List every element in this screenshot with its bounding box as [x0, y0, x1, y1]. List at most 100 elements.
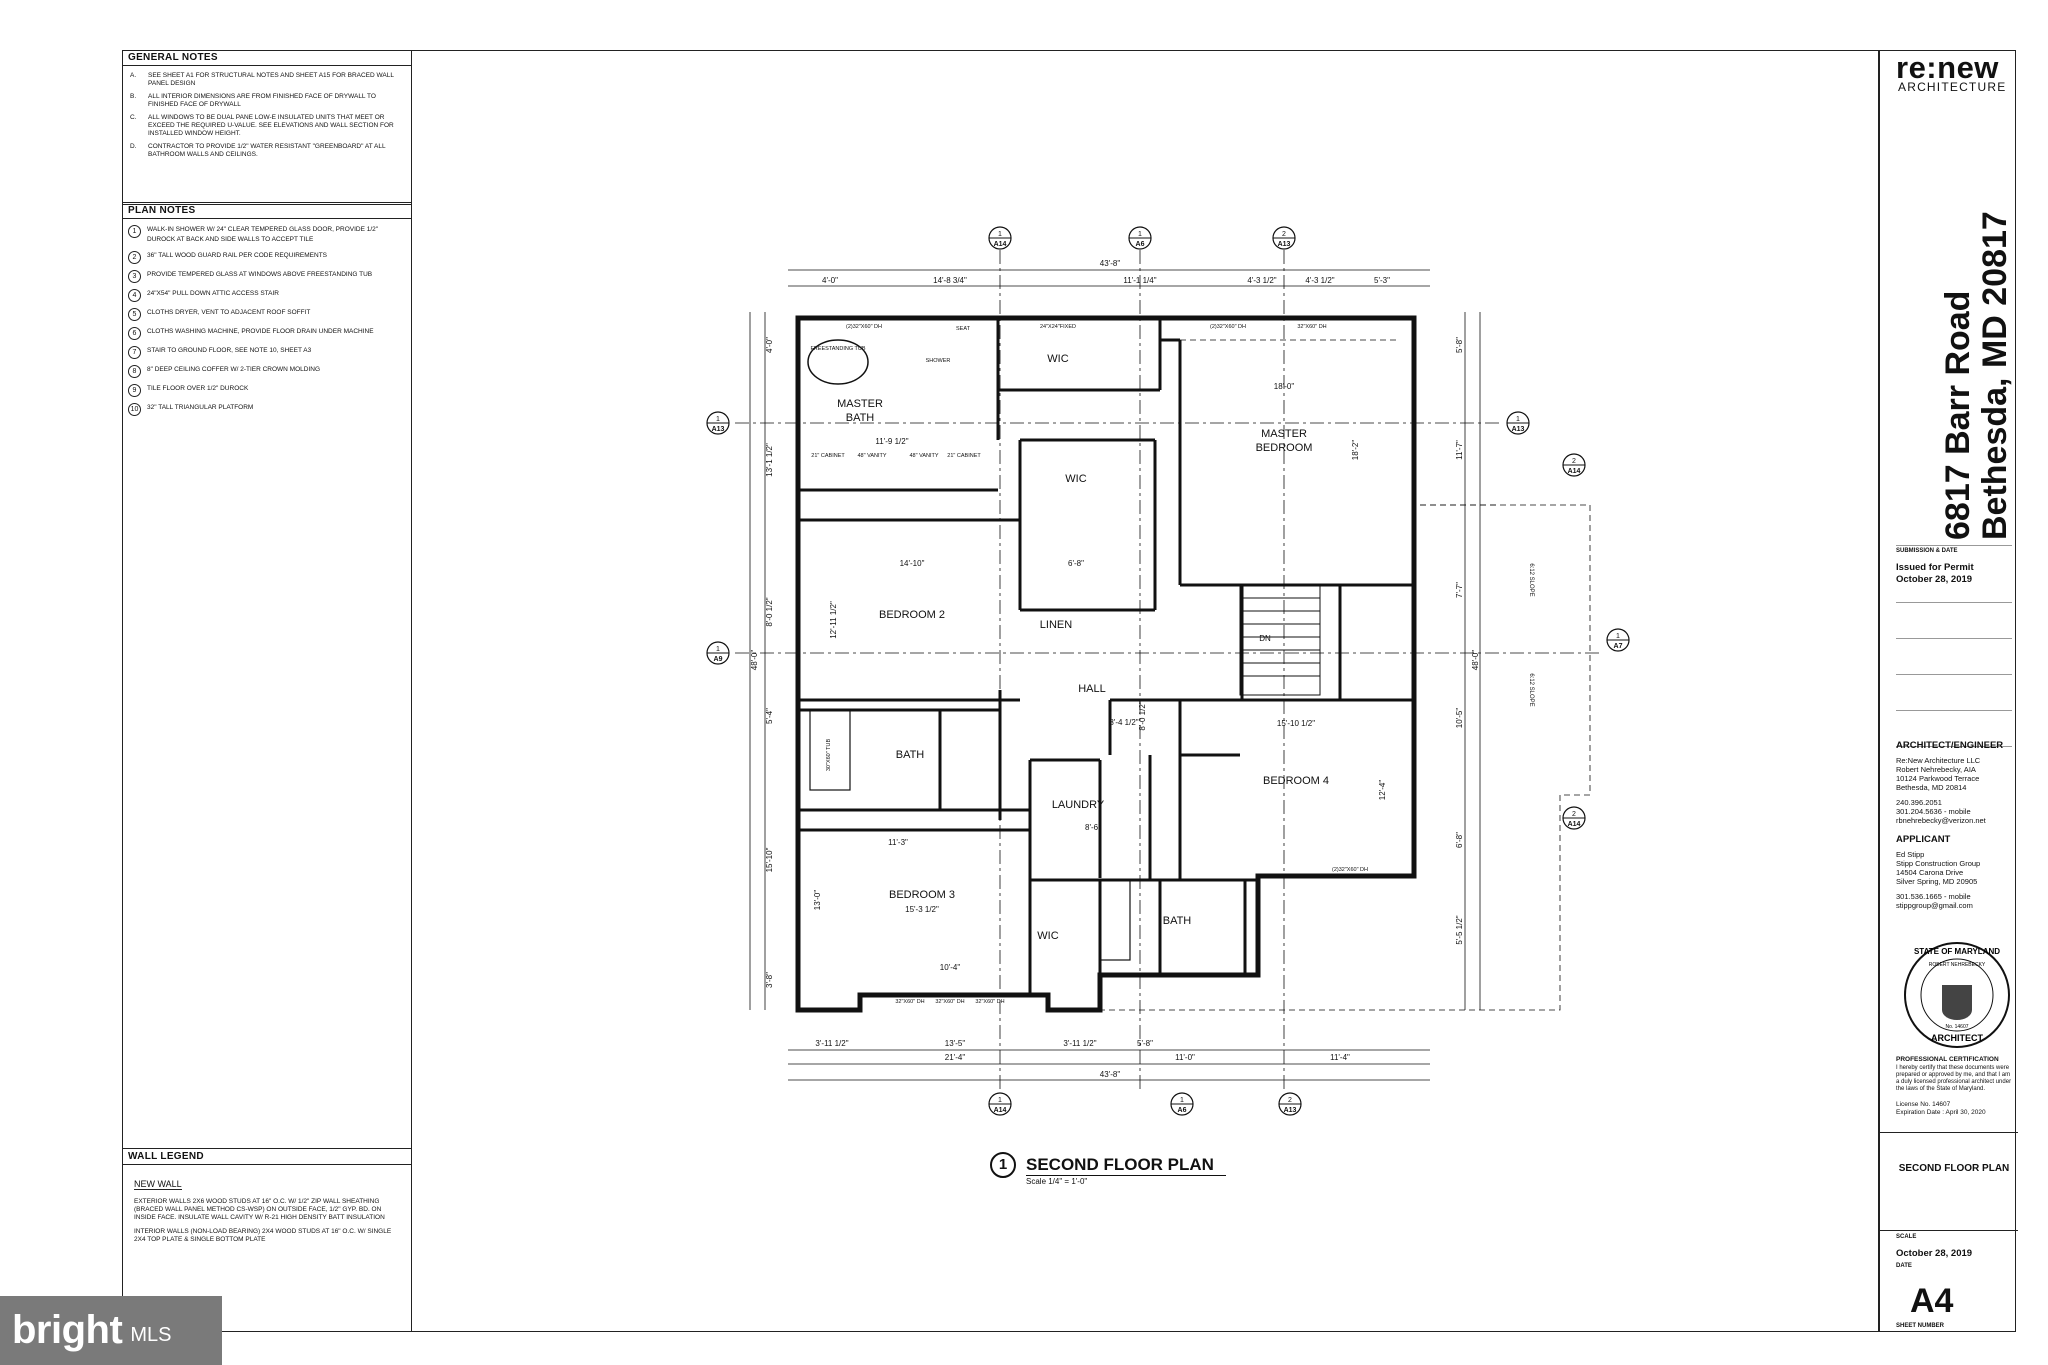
dim-left-3: 5'-4" — [765, 708, 774, 724]
room-bath-left: BATH — [896, 749, 925, 761]
dim-left-4: 15'-10" — [765, 847, 774, 872]
dim-b4-width: 15'-10 1/2" — [1277, 719, 1315, 728]
new-wall-label: NEW WALL — [134, 1179, 182, 1190]
svg-text:2: 2 — [1288, 1097, 1292, 1104]
plan-notes-title: PLAN NOTES — [122, 202, 411, 219]
plan-note-text: 36" TALL WOOD GUARD RAIL PER CODE REQUIR… — [147, 252, 328, 259]
dn-label: DN — [1259, 634, 1271, 643]
room-linen: LINEN — [1040, 619, 1072, 631]
svg-text:A14: A14 — [994, 241, 1007, 248]
plan-title-text: SECOND FLOOR PLAN — [1026, 1155, 1226, 1176]
applicant-line-2: Stipp Construction Group — [1896, 859, 1981, 868]
dim-hall-b: 8'-4 1/2" — [1109, 718, 1138, 727]
license-expiration: Expiration Date : April 30, 2020 — [1896, 1109, 1986, 1116]
dim-mb-width: 11'-9 1/2" — [875, 437, 908, 446]
svg-text:A14: A14 — [1568, 468, 1581, 475]
title-block: re:new ARCHITECTURE 6817 Barr Road Bethe… — [1878, 50, 2018, 1332]
plan-note-text: WALK-IN SHOWER W/ 24" CLEAR TEMPERED GLA… — [147, 226, 379, 243]
svg-text:2: 2 — [1282, 231, 1286, 238]
fixture-shower: SHOWER — [926, 358, 951, 364]
wall-legend-title: WALL LEGEND — [122, 1149, 411, 1165]
svg-text:1: 1 — [716, 646, 720, 653]
dim-b3-width: 15'-3 1/2" — [905, 905, 939, 914]
room-labels: MASTER BATH WIC MASTER BEDROOM WIC BEDRO… — [837, 353, 1329, 942]
dim-bottom2-0: 21'-4" — [945, 1053, 966, 1062]
plan-note-number: 7 — [128, 346, 141, 359]
dim-left-5: 3'-8" — [765, 972, 774, 988]
dim-right-0: 5'-8" — [1455, 337, 1464, 353]
dim-right-1: 11'-7" — [1455, 440, 1464, 460]
fixture-seat: SEAT — [956, 326, 971, 332]
dim-bottom1-0: 3'-11 1/2" — [815, 1039, 848, 1048]
room-master-bedroom-2: BEDROOM — [1256, 442, 1313, 454]
callout-bottom-2: 1A6 — [1170, 1092, 1194, 1116]
plan-note-number: 2 — [128, 251, 141, 264]
window-tag-2: (2)32"X60" DH — [1210, 324, 1246, 330]
general-note-item: D.CONTRACTOR TO PROVIDE 1/2" WATER RESIS… — [130, 143, 403, 159]
dim-overall-bottom: 43'-8" — [1100, 1070, 1121, 1079]
plan-scale: Scale 1/4" = 1'-0" — [1026, 1177, 1088, 1186]
architect-phone-2: 301.204.5636 - mobile — [1896, 807, 1971, 816]
cert-text: I hereby certify that these documents we… — [1896, 1065, 2012, 1092]
dim-bottom1-1: 13'-5" — [945, 1039, 966, 1048]
applicant-phone: 301.536.1665 - mobile — [1896, 892, 1971, 901]
architect-email: rbnehrebecky@verizon.net — [1896, 816, 1986, 825]
plan-note-text: TILE FLOOR OVER 1/2" DUROCK — [147, 385, 249, 392]
general-note-letter: A. — [130, 72, 137, 79]
plan-note-text: 24"X54" PULL DOWN ATTIC ACCESS STAIR — [147, 290, 280, 297]
svg-text:A14: A14 — [1568, 821, 1581, 828]
window-tag-0: (2)32"X60" DH — [846, 324, 882, 330]
divider — [1896, 602, 2012, 603]
svg-text:A6: A6 — [1136, 241, 1145, 248]
roof-slope-1: 6:12 SLOPE — [1528, 563, 1534, 596]
applicant-line-4: Silver Spring, MD 20905 — [1896, 877, 1978, 886]
dimension-text: 43'-8" 4'-0" 14'-8 3/4" 11'-1 1/4" 4'-3 … — [750, 259, 1480, 1079]
svg-text:A9: A9 — [714, 656, 723, 663]
dim-wic-mid: 6'-8" — [1068, 559, 1084, 568]
issued-date: October 28, 2019 — [1896, 574, 1973, 585]
applicant-info: Ed Stipp Stipp Construction Group 14504 … — [1896, 850, 1980, 910]
architect-line-4: Bethesda, MD 20814 — [1896, 783, 1967, 792]
dim-b4-depth: 12'-4" — [1378, 780, 1387, 801]
divider — [1880, 1230, 2018, 1231]
divider — [1880, 1132, 2018, 1133]
dim-b3-depth: 13'-0" — [813, 890, 822, 911]
firm-logo: re:new — [1896, 50, 1999, 85]
plan-note-number: 4 — [128, 289, 141, 302]
plan-title: 1 SECOND FLOOR PLAN — [990, 1152, 1226, 1178]
room-bedroom-2: BEDROOM 2 — [879, 609, 945, 621]
date-label: DATE — [1896, 1263, 1912, 1269]
divider — [1896, 710, 2012, 711]
window-tags: (2)32"X60" DH 24"X24"FIXED (2)32"X60" DH… — [810, 324, 1368, 1005]
general-note-text: SEE SHEET A1 FOR STRUCTURAL NOTES AND SH… — [148, 72, 394, 87]
architect-heading: ARCHITECT/ENGINEER — [1896, 740, 2004, 751]
sheet-date: October 28, 2019 — [1896, 1248, 1973, 1259]
stair — [1239, 584, 1321, 696]
general-notes-title: GENERAL NOTES — [122, 50, 411, 66]
applicant-heading: APPLICANT — [1896, 834, 1951, 845]
general-note-item: A. SEE SHEET A1 FOR STRUCTURAL NOTES AND … — [130, 72, 403, 88]
dim-bottom1-3: 5'-8" — [1137, 1039, 1153, 1048]
dim-b3-top: 11'-3" — [888, 838, 908, 847]
plan-note-item: 2 36" TALL WOOD GUARD RAIL PER CODE REQUI… — [128, 251, 405, 264]
room-wic-top: WIC — [1047, 353, 1068, 365]
plan-note-text: STAIR TO GROUND FLOOR, SEE NOTE 10, SHEE… — [147, 347, 312, 354]
sheet-number-label: SHEET NUMBER — [1896, 1323, 1945, 1329]
roof-outline — [1080, 339, 1591, 1011]
dim-b3-small: 10'-4" — [940, 963, 961, 972]
fixture-tub-2: 30"X60" TUB — [826, 739, 832, 772]
window-tag-3: 32"X60" DH — [1297, 324, 1326, 330]
dim-right-3: 10'-5" — [1455, 708, 1464, 729]
plan-note-text: CLOTHS WASHING MACHINE, PROVIDE FLOOR DR… — [147, 328, 374, 335]
room-master-bath-2: BATH — [846, 412, 875, 424]
svg-text:1: 1 — [998, 231, 1002, 238]
general-note-item: B.ALL INTERIOR DIMENSIONS ARE FROM FINIS… — [130, 93, 403, 109]
dim-top-4: 4'-3 1/2" — [1305, 276, 1334, 285]
svg-text:STATE OF MARYLAND: STATE OF MARYLAND — [1914, 947, 2000, 956]
dim-bottom1-2: 3'-11 1/2" — [1063, 1039, 1096, 1048]
